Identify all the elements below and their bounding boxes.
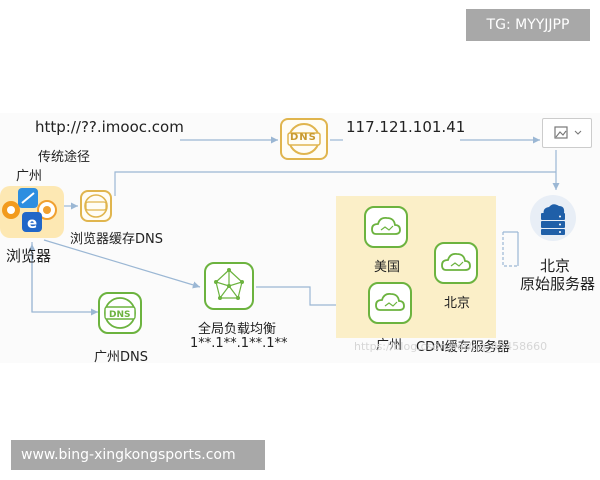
browser-icons: e <box>2 188 57 232</box>
tg-watermark: TG: MYYJJPP <box>466 9 590 41</box>
guangzhou-dns-label: 广州DNS <box>94 350 148 365</box>
traditional-path-label: 传统途径 <box>38 150 91 165</box>
cdn-node-us-icon <box>364 206 408 248</box>
gslb-label: 全局负载均衡 <box>198 322 277 337</box>
gslb-icon <box>204 262 254 310</box>
origin-server-label: 原始服务器 <box>520 275 596 293</box>
image-icon <box>554 126 582 139</box>
browser-cluster: e <box>0 186 64 238</box>
gslb-ip-label: 1**.1**.1**.1** <box>190 336 288 351</box>
cdn-node-us-label: 美国 <box>374 260 401 275</box>
ip-label: 117.121.101.41 <box>346 118 466 136</box>
browser-cache-dns-label: 浏览器缓存DNS <box>70 232 163 247</box>
top-dns-icon: DNS <box>280 118 328 160</box>
url-label: http://??.imooc.com <box>35 118 184 136</box>
cdn-group-label: CDN缓存服务器 <box>416 340 510 355</box>
svg-text:e: e <box>27 214 37 232</box>
svg-text:DNS: DNS <box>109 310 131 320</box>
origin-city-label: 北京 <box>540 257 571 275</box>
cdn-node-guangzhou-icon <box>368 282 412 324</box>
image-placeholder[interactable] <box>542 118 592 148</box>
browser-label: 浏览器 <box>6 247 52 265</box>
cdn-node-beijing-label: 北京 <box>444 296 471 311</box>
blog-watermark: https://blog.csdn.net/qq_45458660 <box>354 340 548 353</box>
browser-cache-dns-icon <box>80 190 112 222</box>
cdn-node-beijing-icon <box>434 242 478 284</box>
origin-server-icon <box>530 195 576 241</box>
guangzhou-dns-icon: DNS <box>98 292 142 334</box>
city-label: 广州 <box>16 169 43 184</box>
cdn-node-guangzhou-label: 广州 <box>376 338 403 353</box>
site-watermark: www.bing-xingkongsports.com <box>11 440 265 470</box>
top-dns-text: DNS <box>290 132 317 143</box>
